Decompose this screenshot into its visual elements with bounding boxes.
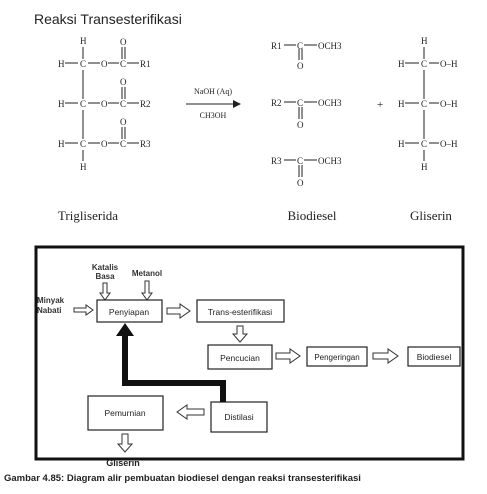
biodiesel-bonds: [284, 44, 317, 177]
box-transesterification: [196, 299, 285, 323]
input-catalyst-line1: Katalis: [92, 263, 119, 272]
triglyceride-bonds: [65, 47, 139, 161]
svg-text:OCH3: OCH3: [318, 98, 342, 108]
svg-text:OCH3: OCH3: [318, 156, 342, 166]
svg-text:O: O: [297, 178, 304, 188]
arrow-methanol: [141, 280, 153, 301]
box-purification: [87, 395, 164, 431]
input-oil-line2: Nabati: [37, 306, 61, 315]
svg-text:O–H: O–H: [440, 139, 458, 149]
svg-text:C: C: [80, 59, 86, 69]
plus-sign: +: [377, 99, 383, 111]
svg-text:O–H: O–H: [440, 59, 458, 69]
svg-text:O: O: [101, 59, 108, 69]
svg-text:H: H: [58, 139, 65, 149]
box-purification-label: Pemurnian: [104, 408, 145, 418]
svg-text:C: C: [80, 99, 86, 109]
svg-text:H: H: [421, 36, 428, 46]
reagent-naoh: NaOH (Aq): [194, 87, 232, 96]
reaction-title: Reaksi Transesterifikasi: [34, 11, 182, 27]
svg-text:H: H: [421, 162, 428, 172]
svg-text:H: H: [398, 139, 405, 149]
svg-text:C: C: [421, 59, 427, 69]
box-distillation-label: Distilasi: [224, 412, 253, 422]
recycle-methanol-arrow: [116, 323, 226, 402]
box-drying-label: Pengeringan: [314, 353, 359, 362]
input-arrows: [73, 280, 153, 316]
svg-text:R1: R1: [140, 59, 151, 69]
svg-text:C: C: [421, 139, 427, 149]
glycerol-bonds: [405, 47, 439, 161]
svg-text:C: C: [421, 99, 427, 109]
arrow-trans-to-washing: [231, 325, 249, 343]
reagent-methanol: CH3OH: [200, 111, 227, 120]
box-biodiesel-label: Biodiesel: [417, 352, 452, 362]
svg-text:O: O: [297, 120, 304, 130]
output-glycerin-label: Gliserin: [106, 458, 140, 468]
arrow-washing-to-drying: [275, 348, 301, 364]
input-catalyst-line2: Basa: [95, 272, 115, 281]
box-washing-label: Pencucian: [220, 353, 260, 363]
box-biodiesel: [407, 346, 461, 367]
svg-text:H: H: [58, 59, 65, 69]
input-oil-line1: Minyak: [37, 296, 65, 305]
svg-text:O: O: [120, 117, 127, 127]
svg-text:C: C: [80, 139, 86, 149]
arrow-drying-to-biodiesel: [372, 348, 399, 364]
svg-text:C: C: [120, 139, 126, 149]
arrow-purification-to-glycerin: [116, 433, 134, 453]
glycerol-structure: H H C O–H H C O–H H C O–H H: [398, 36, 458, 172]
svg-text:H: H: [398, 99, 405, 109]
triglyceride-structure: C C C H H H H H O O O C C C O O O R1 R2 …: [58, 36, 151, 172]
svg-text:O: O: [101, 139, 108, 149]
arrow-prep-to-trans: [166, 303, 191, 319]
box-drying: [306, 346, 368, 367]
reaction-arrow: NaOH (Aq) CH3OH: [186, 87, 241, 120]
svg-text:R3: R3: [140, 139, 151, 149]
svg-text:H: H: [80, 162, 87, 172]
svg-text:O: O: [120, 77, 127, 87]
svg-text:O: O: [101, 99, 108, 109]
svg-text:R1: R1: [271, 41, 282, 51]
svg-text:O–H: O–H: [440, 99, 458, 109]
arrow-catalyst: [99, 282, 111, 301]
arrow-distillation-to-purification: [176, 404, 205, 420]
box-preparation: [96, 299, 163, 323]
box-preparation-label: Penyiapan: [109, 307, 149, 317]
input-methanol: Metanol: [132, 269, 162, 278]
box-washing: [207, 344, 273, 370]
flow-diagram-frame: [34, 245, 465, 461]
biodiesel-structure: R1 C OCH3 O R2 C OCH3 O R3 C OCH3 O: [271, 41, 342, 188]
svg-text:H: H: [58, 99, 65, 109]
svg-text:C: C: [120, 59, 126, 69]
svg-text:OCH3: OCH3: [318, 41, 342, 51]
svg-text:C: C: [297, 41, 303, 51]
figure-caption: Gambar 4.85: Diagram alir pembuatan biod…: [4, 473, 361, 484]
arrow-oil: [73, 304, 94, 316]
svg-text:O: O: [120, 37, 127, 47]
label-glycerin: Gliserin: [410, 208, 452, 223]
label-biodiesel: Biodiesel: [287, 208, 336, 223]
svg-text:C: C: [297, 98, 303, 108]
svg-text:R2: R2: [271, 98, 282, 108]
label-triglyceride: Trigliserida: [58, 208, 118, 223]
box-distillation: [210, 401, 268, 433]
svg-text:O: O: [297, 61, 304, 71]
box-transesterification-label: Trans-esterifikasi: [208, 307, 273, 317]
process-arrows: [116, 303, 399, 453]
svg-text:C: C: [297, 156, 303, 166]
svg-text:H: H: [80, 36, 87, 46]
svg-text:C: C: [120, 99, 126, 109]
svg-text:R3: R3: [271, 156, 282, 166]
svg-text:H: H: [398, 59, 405, 69]
svg-text:R2: R2: [140, 99, 151, 109]
